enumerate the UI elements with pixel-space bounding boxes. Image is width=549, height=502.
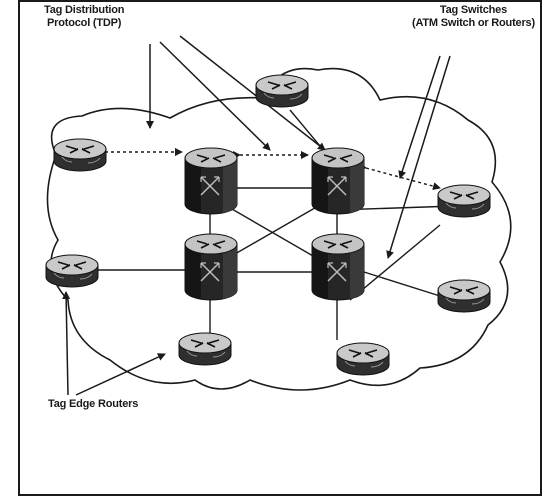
tdp-sessions [98, 148, 441, 191]
atm-switch-icon-top-left [184, 147, 238, 215]
tag-switches-label: Tag Switches (ATM Switch or Routers) [412, 4, 535, 30]
tag-switches-label-line2: (ATM Switch or Routers) [412, 17, 535, 29]
tag-edge-routers-label: Tag Edge Routers [48, 398, 139, 410]
atm-switch-icon-bottom-left [184, 233, 238, 301]
router-icon-top [255, 74, 309, 108]
network-links [94, 109, 456, 340]
router-icon-bottom-left [178, 332, 232, 366]
atm-switch-icon-bottom-right [311, 233, 365, 301]
router-icon-bottom-right [336, 342, 390, 376]
tdp-label: Tag Distribution Protocol (TDP) [44, 4, 125, 30]
tdp-label-line1: Tag Distribution [44, 4, 125, 16]
router-icon-right-upper [437, 184, 491, 218]
atm-switch-icon-top-right [311, 147, 365, 215]
router-icon-left-lower [45, 254, 99, 288]
annotation-arrows [62, 35, 451, 396]
network-cloud-outline [46, 67, 512, 391]
tag-switches-label-line1: Tag Switches [439, 4, 507, 16]
tdp-label-line2: Protocol (TDP) [47, 17, 122, 29]
router-icon-right-lower [437, 279, 491, 313]
router-icon-left-upper [53, 138, 107, 172]
